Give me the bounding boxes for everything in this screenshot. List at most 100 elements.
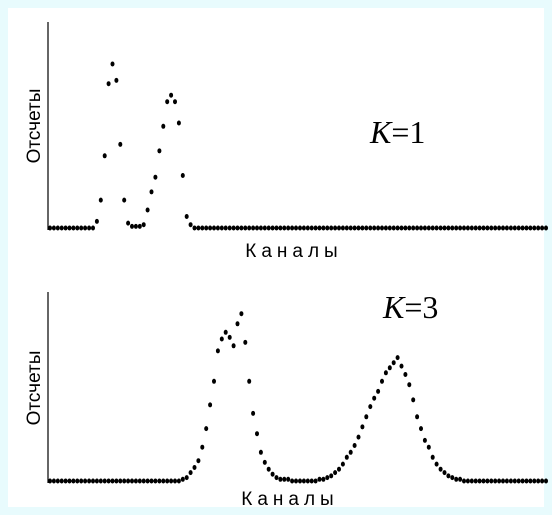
data-point — [512, 478, 517, 484]
data-point — [356, 434, 361, 440]
data-point — [270, 225, 275, 231]
data-point — [298, 478, 302, 484]
data-point — [71, 478, 76, 484]
data-point — [430, 225, 435, 231]
data-point — [227, 334, 232, 340]
data-point — [348, 449, 353, 455]
data-point — [262, 459, 267, 465]
data-point — [282, 225, 287, 231]
data-point — [391, 225, 396, 231]
data-point — [391, 360, 396, 366]
data-point — [485, 478, 490, 484]
data-point — [294, 225, 298, 231]
data-point — [415, 414, 420, 420]
data-point — [239, 225, 244, 231]
data-point — [141, 478, 146, 484]
data-point — [200, 444, 205, 450]
data-point — [387, 365, 392, 371]
data-point — [258, 449, 263, 455]
data-point — [360, 225, 365, 231]
data-point — [301, 478, 306, 484]
data-point — [219, 225, 224, 231]
data-point — [274, 225, 279, 231]
chart-k3: Отсчеты Каналы K=3 — [24, 289, 548, 510]
data-point — [356, 225, 361, 231]
data-point — [305, 478, 310, 484]
data-point — [227, 225, 232, 231]
data-point — [399, 225, 404, 231]
data-point — [278, 476, 283, 482]
data-point — [149, 478, 154, 484]
data-point — [91, 478, 95, 484]
data-point — [114, 478, 119, 484]
data-point — [251, 410, 256, 416]
data-point — [321, 476, 326, 482]
data-point — [235, 321, 240, 327]
data-point — [215, 225, 220, 231]
data-point — [71, 225, 76, 231]
data-point — [407, 382, 412, 388]
data-point — [411, 225, 416, 231]
data-point — [137, 223, 142, 229]
data-point — [122, 197, 127, 203]
data-point — [426, 225, 431, 231]
data-point — [79, 478, 84, 484]
data-point — [485, 225, 490, 231]
data-point — [184, 214, 189, 219]
data-point — [528, 478, 533, 484]
data-point — [200, 225, 205, 231]
data-point — [395, 225, 400, 231]
data-point — [59, 225, 64, 231]
data-point — [118, 141, 123, 147]
data-point — [133, 223, 138, 229]
chart-k1-annotation: K=1 — [369, 114, 425, 150]
data-point — [153, 478, 158, 484]
data-point — [446, 225, 451, 231]
chart-k1-y-label: Отсчеты — [24, 89, 45, 164]
data-point — [458, 225, 463, 231]
data-point — [438, 225, 443, 231]
data-point — [130, 223, 134, 229]
data-point — [212, 378, 216, 384]
data-point — [422, 225, 427, 231]
data-point — [352, 225, 357, 231]
data-point — [434, 461, 439, 467]
data-point — [462, 478, 466, 484]
data-point — [67, 225, 72, 231]
data-point — [430, 454, 435, 460]
chart-k1-series — [48, 61, 548, 231]
data-point — [493, 478, 498, 484]
data-point — [454, 476, 459, 482]
data-point — [376, 225, 381, 231]
data-point — [376, 388, 381, 394]
chart-k3-annotation-rest: =3 — [404, 289, 438, 325]
data-point — [188, 222, 193, 228]
data-point — [165, 478, 170, 484]
data-point — [317, 225, 322, 231]
data-point — [176, 120, 181, 126]
data-point — [192, 465, 197, 470]
data-point — [544, 478, 548, 484]
chart-k1: Отсчеты Каналы K=1 — [24, 22, 548, 262]
data-point — [274, 475, 279, 481]
data-point — [516, 478, 521, 484]
data-point — [344, 454, 349, 460]
data-point — [51, 478, 56, 484]
data-point — [126, 220, 131, 226]
data-point — [59, 478, 64, 484]
data-point — [235, 225, 240, 231]
chart-k1-annotation-k: K — [369, 114, 393, 150]
data-point — [368, 225, 373, 231]
data-point — [473, 225, 478, 231]
data-point — [399, 363, 404, 369]
data-point — [497, 478, 502, 484]
data-point — [325, 475, 330, 481]
data-point — [407, 225, 412, 231]
data-point — [294, 478, 298, 484]
data-point — [169, 478, 174, 484]
data-point — [290, 225, 295, 231]
data-point — [540, 225, 545, 231]
data-point — [481, 225, 486, 231]
data-point — [305, 225, 310, 231]
data-point — [223, 329, 228, 335]
